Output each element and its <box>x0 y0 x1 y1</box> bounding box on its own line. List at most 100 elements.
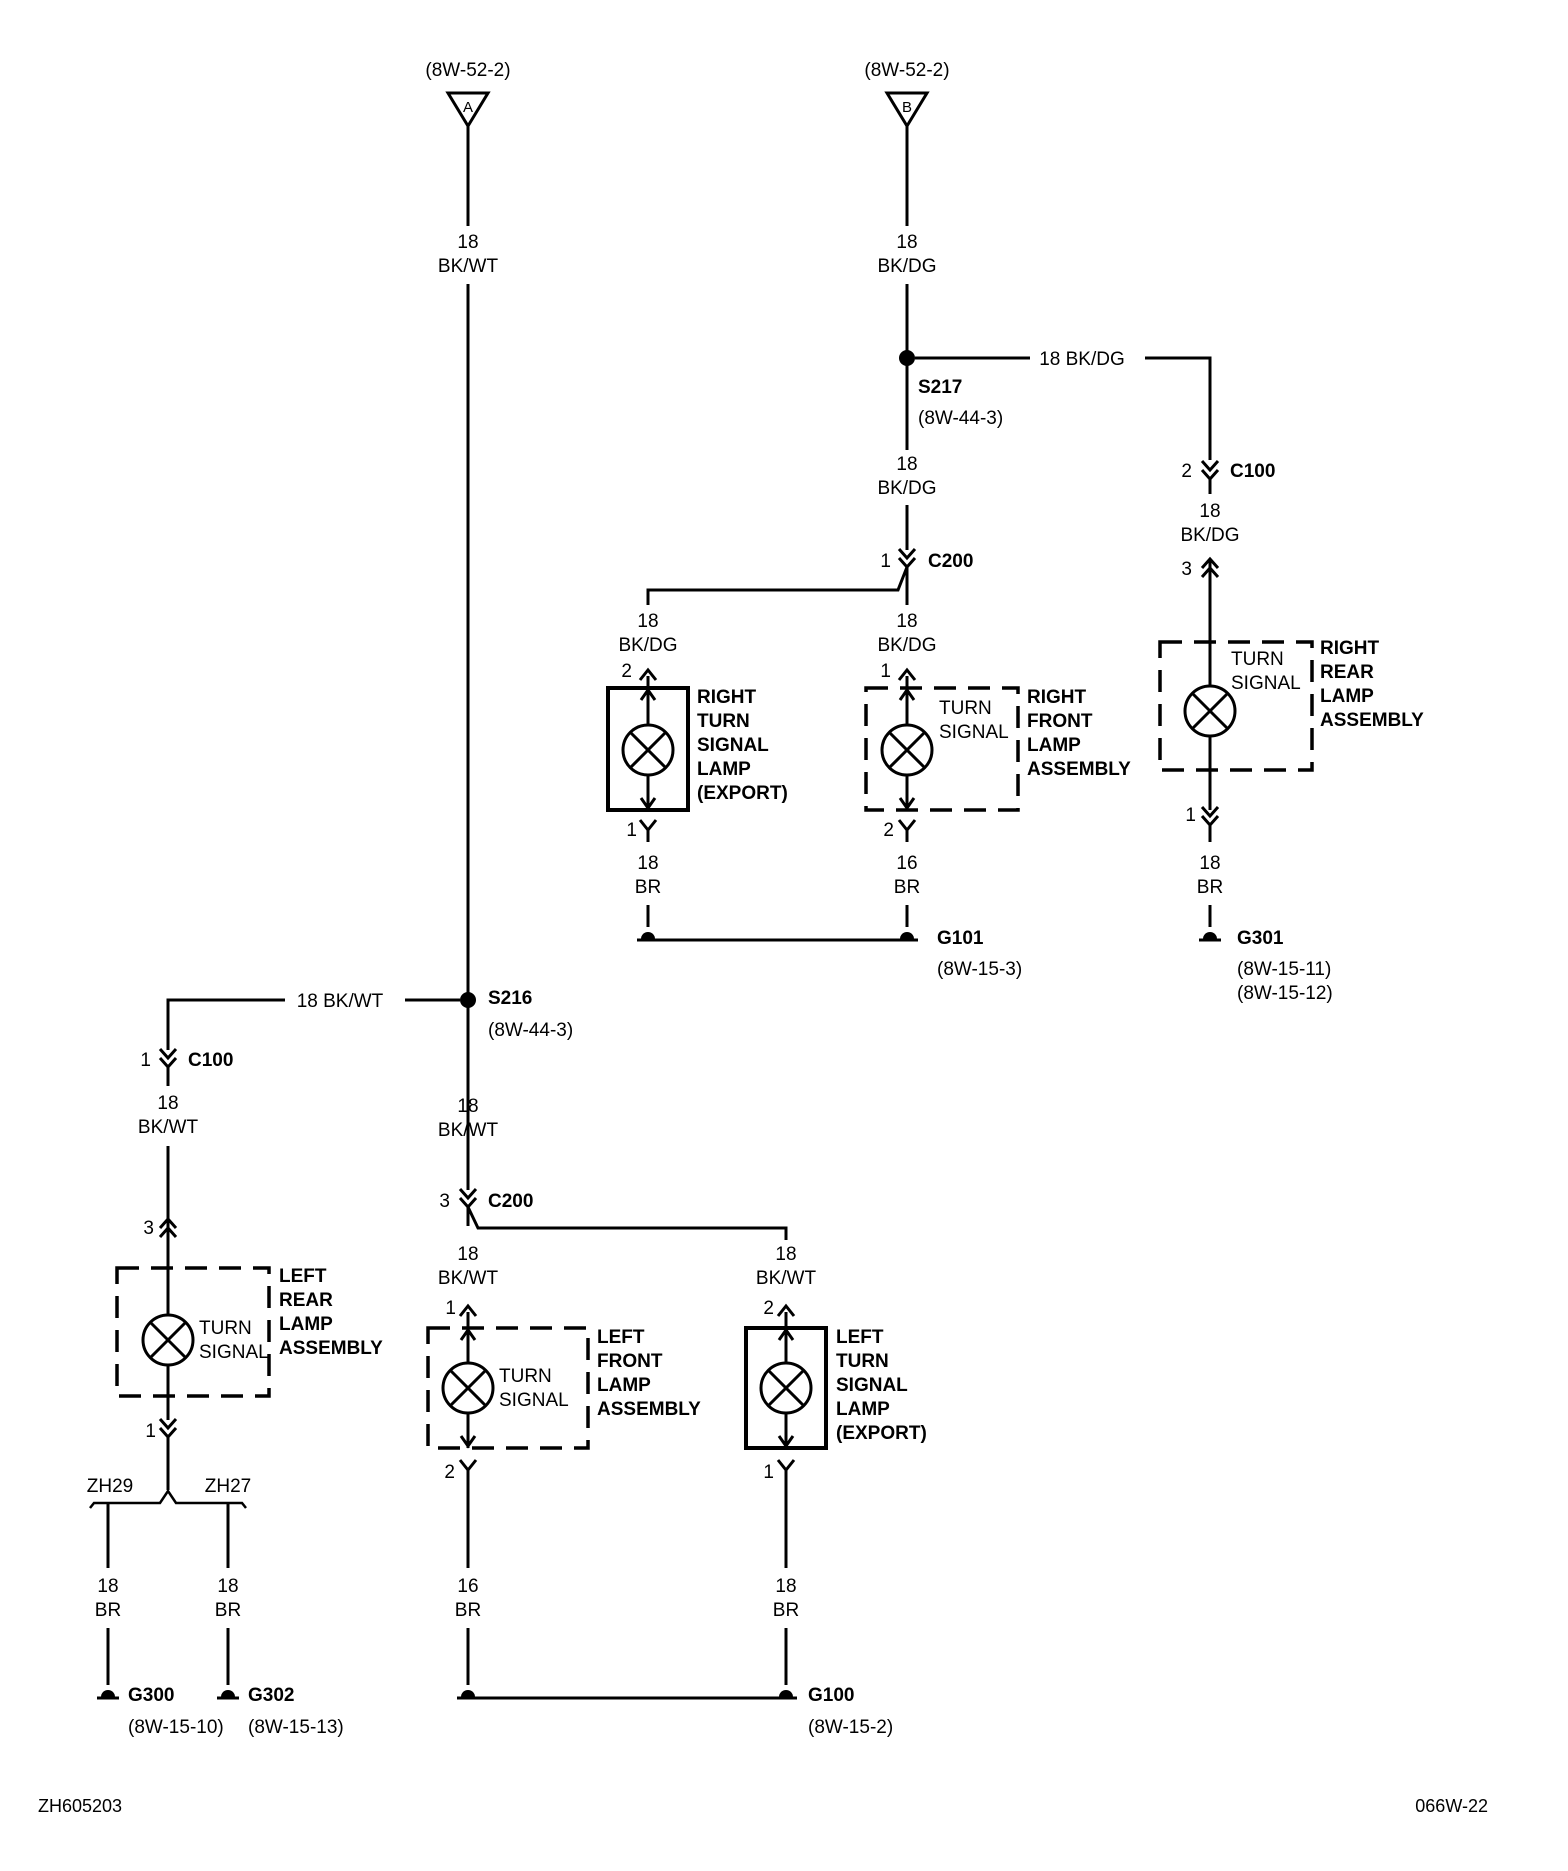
pin-number: 2 <box>763 1298 774 1319</box>
wire-color: BR <box>773 1600 799 1621</box>
lamp-box <box>864 686 1020 812</box>
connector-zh-split: ZH29 ZH27 18 BR 18 BR <box>87 1476 251 1700</box>
component-label: LAMP <box>597 1375 651 1396</box>
connector-b-letter: B <box>902 99 912 116</box>
connector-a: (8W-52-2) A <box>425 60 511 129</box>
ground-g101: G101 (8W-15-3) <box>658 928 1022 980</box>
ground-g302: G302 (8W-15-13) <box>248 1685 344 1738</box>
wire-b-main: 18 BK/DG <box>877 126 937 450</box>
component-label: (EXPORT) <box>697 783 788 804</box>
wire-gauge: 18 <box>775 1576 796 1597</box>
pin-number: 1 <box>140 1050 151 1071</box>
splice-dot <box>460 992 476 1008</box>
splice-s216: S216 (8W-44-3) <box>460 988 573 1041</box>
function-label: TURN <box>939 698 992 719</box>
right-turn-signal-lamp-export: 18 BK/DG 2 RIGHT TURN SIGNAL LAMP (EXPOR… <box>606 611 788 942</box>
component-label: LAMP <box>279 1314 333 1335</box>
lamp-box <box>115 1266 271 1398</box>
ground-ref: (8W-15-13) <box>248 1717 344 1738</box>
connector-c200-right: 1 C200 <box>646 547 973 605</box>
ground-label: G302 <box>248 1685 294 1706</box>
wire-color: BK/DG <box>618 635 677 656</box>
wire-gauge: 16 <box>896 853 917 874</box>
wire-gauge: 18 <box>637 611 658 632</box>
function-label: TURN <box>499 1366 552 1387</box>
wire-gauge: 18 <box>157 1093 178 1114</box>
wire-color: BR <box>215 1600 241 1621</box>
ground-ref: (8W-15-3) <box>937 959 1022 980</box>
ground-ref: (8W-15-12) <box>1237 983 1333 1004</box>
function-label: SIGNAL <box>199 1342 269 1363</box>
ground-label: G300 <box>128 1685 174 1706</box>
pin-number: 1 <box>763 1462 774 1483</box>
component-label: LAMP <box>836 1399 890 1420</box>
pin-number: 2 <box>883 820 894 841</box>
connector-label: C100 <box>1230 461 1275 482</box>
pin-number: 1 <box>145 1421 156 1442</box>
right-front-lamp-assembly: 18 BK/DG 1 TURN SIGNAL RIGHT FRONT LAMP … <box>864 611 1131 942</box>
component-label: ASSEMBLY <box>1027 759 1131 780</box>
pin-number: 1 <box>626 820 637 841</box>
inline-wire-label: 18 BK/WT <box>297 991 384 1012</box>
wire-color: BK/DG <box>877 635 936 656</box>
component-label: ASSEMBLY <box>1320 710 1424 731</box>
splice-ref: (8W-44-3) <box>918 408 1003 429</box>
component-label: LAMP <box>697 759 751 780</box>
wire-gauge: 18 <box>896 454 917 475</box>
wire-gauge: 18 <box>1199 501 1220 522</box>
component-label: LAMP <box>1027 735 1081 756</box>
left-rear-lamp-assembly: 1 C100 18 BK/WT 3 TURN SIGNAL LEFT REAR … <box>115 1047 383 1490</box>
component-label: SIGNAL <box>836 1375 908 1396</box>
pin-number: 2 <box>444 1462 455 1483</box>
connector-a-triangle <box>445 91 491 129</box>
ref-b-label: (8W-52-2) <box>864 60 949 81</box>
function-label: SIGNAL <box>939 722 1009 743</box>
pin-number: 3 <box>143 1218 154 1239</box>
left-front-lamp-assembly: 18 BK/WT 1 TURN SIGNAL LEFT FRONT LAMP A… <box>426 1244 701 1700</box>
wire-gauge: 18 <box>457 1244 478 1265</box>
connector-label: ZH27 <box>205 1476 251 1497</box>
splice-s217: S217 (8W-44-3) <box>899 350 1003 429</box>
wire-s217-branch: 18 BK/DG <box>915 349 1212 460</box>
component-label: LEFT <box>597 1327 645 1348</box>
component-label: SIGNAL <box>697 735 769 756</box>
wire-gauge: 16 <box>457 1576 478 1597</box>
wire-color: BK/WT <box>438 1268 499 1289</box>
right-rear-lamp-assembly: 2 C100 18 BK/DG 3 TURN SIGNAL RIGHT REAR… <box>1158 459 1424 942</box>
wire-gauge: 18 <box>97 1576 118 1597</box>
figure-id-right: 066W-22 <box>1415 1796 1488 1816</box>
pin-number: 1 <box>880 551 891 572</box>
pin-number: 2 <box>1181 461 1192 482</box>
lamp-icon <box>441 1361 495 1415</box>
component-label: RIGHT <box>1027 687 1087 708</box>
function-label: TURN <box>1231 649 1284 670</box>
wire-color: BK/WT <box>756 1268 817 1289</box>
splice-label: S216 <box>488 988 532 1009</box>
wire-color: BK/DG <box>1180 525 1239 546</box>
wire-gauge: 18 <box>896 232 917 253</box>
wire-gauge: 18 <box>637 853 658 874</box>
ground-ref: (8W-15-11) <box>1237 959 1331 980</box>
component-label: FRONT <box>597 1351 663 1372</box>
left-turn-signal-lamp-export: 18 BK/WT 2 LEFT TURN SIGNAL LAMP (EXPORT… <box>744 1244 927 1700</box>
splice-dot <box>899 350 915 366</box>
splice-ref: (8W-44-3) <box>488 1020 573 1041</box>
lamp-icon <box>1183 684 1237 738</box>
wire-color: BK/DG <box>877 256 936 277</box>
component-label: (EXPORT) <box>836 1423 927 1444</box>
function-label: TURN <box>199 1318 252 1339</box>
pin-number: 2 <box>621 661 632 682</box>
inline-wire-label: 18 BK/DG <box>1039 349 1125 370</box>
wire-gauge: 18 <box>457 232 478 253</box>
component-label: RIGHT <box>1320 638 1380 659</box>
component-label: TURN <box>697 711 750 732</box>
wire-color: BR <box>1197 877 1223 898</box>
wire-color: BK/WT <box>438 1120 499 1141</box>
connector-label: C100 <box>188 1050 233 1071</box>
wire-color: BR <box>95 1600 121 1621</box>
connector-c200-left: 3 C200 <box>439 1187 788 1240</box>
connector-b: (8W-52-2) B <box>864 60 950 129</box>
ground-g301: G301 (8W-15-11) (8W-15-12) <box>1237 928 1333 1004</box>
connector-b-triangle <box>884 91 930 129</box>
